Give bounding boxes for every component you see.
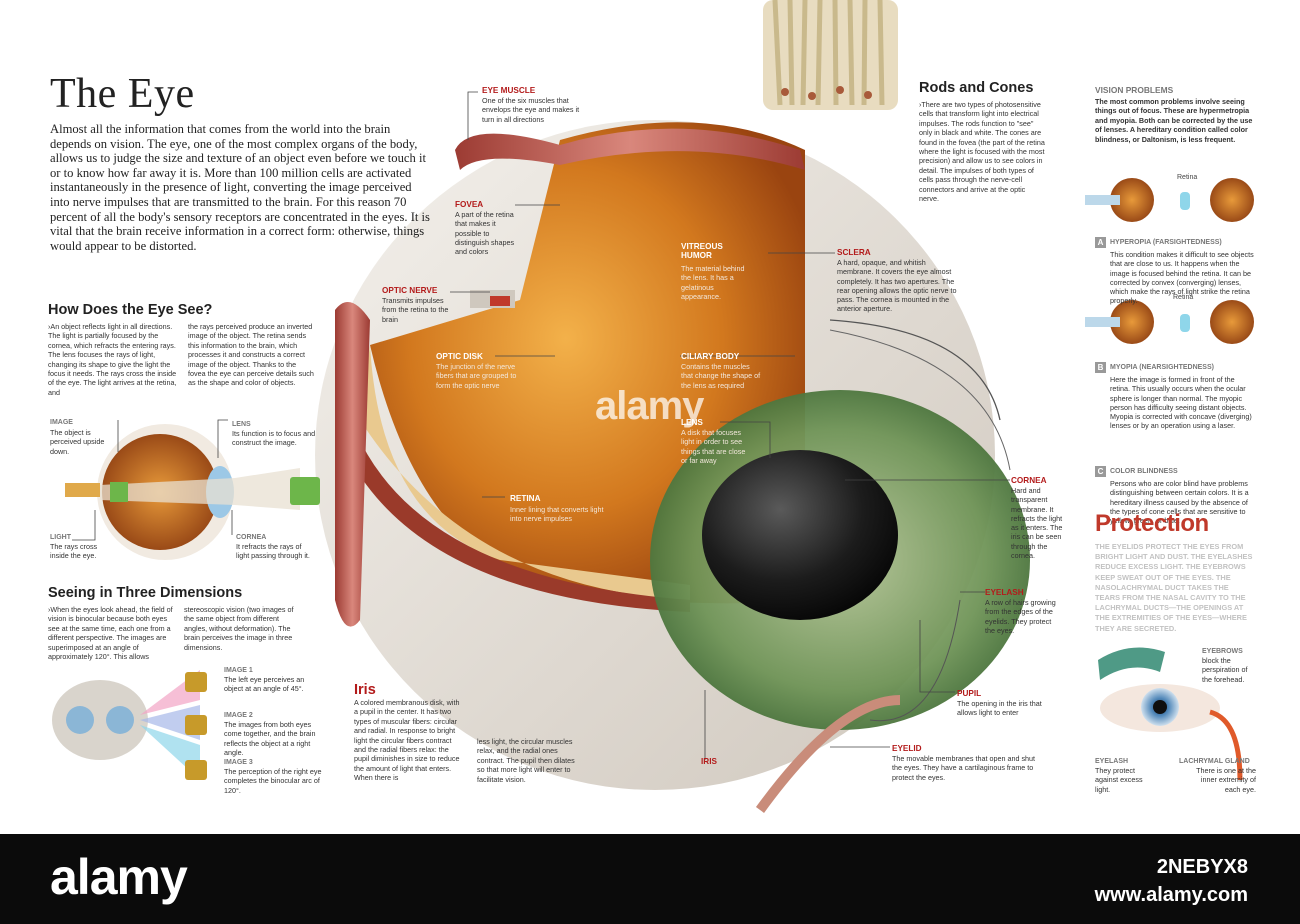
how-cornea-desc: It refracts the rays of light passing th…	[236, 542, 310, 561]
myopia-badge: B	[1095, 362, 1106, 373]
retina-desc: Inner lining that converts light into ne…	[510, 505, 604, 524]
eyelid-label: EYELID	[892, 744, 922, 753]
myopia-block: B MYOPIA (NEARSIGHTEDNESS) Here the imag…	[1095, 362, 1255, 431]
three-dimensions-col2: stereoscopic vision (two images of the s…	[184, 605, 294, 652]
iris-label: IRIS	[701, 757, 717, 766]
iris-col1: A colored membranous disk, with a pupil …	[354, 698, 460, 783]
how-eye-sees-diagram	[65, 424, 320, 560]
three-dimensions-diagram	[52, 670, 207, 780]
hyperopia-block: A HYPEROPIA (FARSIGHTEDNESS) This condit…	[1095, 237, 1255, 306]
protection-heading: Protection	[1095, 510, 1209, 537]
main-eye	[315, 120, 1030, 813]
color-blindness-title: COLOR BLINDNESS	[1110, 468, 1178, 475]
optic-disk-desc: The junction of the nerve fibers that ar…	[436, 362, 517, 390]
img1-label: IMAGE 1	[224, 667, 253, 674]
footer-url[interactable]: www.alamy.com	[1094, 884, 1248, 906]
eyelid-desc: The movable membranes that open and shut…	[892, 754, 1036, 782]
three-dimensions-col1: ›When the eyes look ahead, the field of …	[48, 605, 173, 662]
three-dimensions-heading: Seeing in Three Dimensions	[48, 585, 243, 601]
how-image-desc: The object is perceived upside down.	[50, 428, 105, 456]
rods-cones-illustration	[763, 0, 898, 110]
color-blindness-desc: Persons who are color blind have problem…	[1110, 479, 1249, 526]
color-blindness-block: C COLOR BLINDNESS Persons who are color …	[1095, 466, 1255, 525]
leader-lines	[72, 91, 1010, 760]
pupil-label: PUPIL	[957, 689, 982, 698]
how-eye-sees-col1: ›An object reflects light in all directi…	[48, 322, 177, 397]
lens-label: LENS	[681, 418, 703, 427]
eyebrows-label: EYEBROWS	[1202, 648, 1243, 655]
lachrymal-gland-desc: There is one at the inner extremity of e…	[1196, 766, 1256, 794]
page-title: The Eye	[50, 71, 195, 117]
retina-label: RETINA	[510, 494, 541, 503]
hyperopia-badge: A	[1095, 237, 1106, 248]
ciliary-body-desc: Contains the muscles that change the sha…	[681, 362, 761, 390]
how-eye-sees-col2: the rays perceived produce an inverted i…	[188, 322, 314, 388]
hyperopia-title: HYPEROPIA (FARSIGHTEDNESS)	[1110, 239, 1222, 246]
eye-cross-section-illustration	[52, 0, 1254, 813]
how-light-desc: The rays cross inside the eye.	[50, 542, 98, 561]
pupil-desc: The opening in the iris that allows ligh…	[957, 699, 1042, 718]
ciliary-body-label: CILIARY BODY	[681, 352, 740, 361]
vitreous-humor-desc: The material behind the lens. It has a g…	[681, 264, 745, 301]
how-lens-label: LENS	[232, 421, 251, 428]
iris-col2: less light, the circular muscles relax, …	[477, 737, 575, 784]
eyelash-label: EYELASH	[985, 588, 1024, 597]
fovea-desc: A part of the retina that makes it possi…	[455, 210, 515, 257]
img2-label: IMAGE 2	[224, 712, 253, 719]
iris-heading: Iris	[354, 682, 376, 698]
how-lens-desc: Its function is to focus and construct t…	[232, 429, 316, 448]
footer-image-id: 2NEBYX8	[1156, 856, 1248, 878]
optic-disk-label: OPTIC DISK	[436, 352, 483, 361]
center-watermark: alamy	[595, 384, 704, 428]
vision-problems-intro: The most common problems involve seeing …	[1095, 97, 1253, 144]
vision-problem-diagrams	[1085, 178, 1254, 344]
img2-desc: The images from both eyes come together,…	[224, 720, 316, 757]
cornea-desc: Hard and transparent membrane. It refrac…	[1011, 486, 1063, 561]
vision-problems-heading: VISION PROBLEMS	[1095, 85, 1174, 95]
sclera-desc: A hard, opaque, and whitish membrane. It…	[837, 258, 957, 314]
lens-desc: A disk that focuses light in order to se…	[681, 428, 746, 465]
img3-label: IMAGE 3	[224, 759, 253, 766]
retina-label-b: Retina	[1173, 294, 1194, 301]
rods-cones-body: ›There are two types of photosensitive c…	[919, 100, 1045, 204]
optic-nerve-desc: Transmits impulses from the retina to th…	[382, 296, 449, 324]
img3-desc: The perception of the right eye complete…	[224, 767, 322, 795]
color-blindness-badge: C	[1095, 466, 1106, 477]
eyebrows-desc: block the perspiration of the forehead.	[1202, 656, 1248, 684]
rods-cones-heading: Rods and Cones	[919, 80, 1034, 96]
footer-logo: alamy	[50, 849, 188, 905]
lachrymal-gland-label: LACHRYMAL GLAND	[1179, 758, 1250, 765]
protection-eyelash-desc: They protect against excess light.	[1095, 766, 1143, 794]
myopia-desc: Here the image is formed in front of the…	[1110, 375, 1252, 431]
how-eye-sees-heading: How Does the Eye See?	[48, 302, 213, 318]
protection-body: THE EYELIDS PROTECT THE EYES FROM BRIGHT…	[1095, 542, 1253, 633]
vitreous-humor-label: VITREOUS HUMOR	[681, 242, 723, 260]
sclera-label: SCLERA	[837, 248, 871, 257]
cornea-label: CORNEA	[1011, 476, 1047, 485]
fovea-label: FOVEA	[455, 200, 484, 209]
eye-muscle-label: EYE MUSCLE	[482, 86, 536, 95]
protection-diagram	[1098, 647, 1243, 781]
retina-label-a: Retina	[1177, 174, 1198, 181]
eyelash-desc: A row of hairs growing from the edges of…	[985, 598, 1056, 635]
optic-nerve-label: OPTIC NERVE	[382, 286, 438, 295]
protection-eyelash-label: EYELASH	[1095, 758, 1129, 765]
how-light-label: LIGHT	[50, 534, 71, 541]
eye-muscle-desc: One of the six muscles that envelops the…	[482, 96, 580, 124]
footer-bar: alamy 2NEBYX8 www.alamy.com	[0, 834, 1300, 924]
myopia-title: MYOPIA (NEARSIGHTEDNESS)	[1110, 364, 1214, 371]
hyperopia-desc: This condition makes it difficult to see…	[1110, 250, 1254, 306]
img1-desc: The left eye perceives an object at an a…	[224, 675, 305, 694]
how-cornea-label: CORNEA	[236, 534, 267, 541]
intro-paragraph: Almost all the information that comes fr…	[50, 122, 430, 253]
how-image-label: IMAGE	[50, 419, 73, 426]
